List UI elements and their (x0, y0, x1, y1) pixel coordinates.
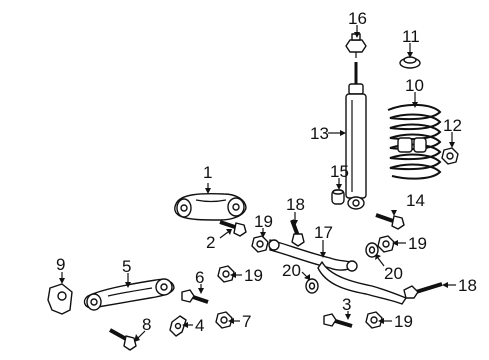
leader-lines (59, 25, 456, 342)
part-1-upper-control-arm (174, 193, 247, 221)
part-18-bolt-b (403, 282, 443, 299)
callout-1: 1 (203, 163, 212, 182)
part-9-bracket (47, 283, 73, 315)
part-19-nut-c (365, 311, 383, 329)
part-12-bump-stop (441, 147, 459, 165)
part-15-bushing (331, 189, 345, 205)
callout-13: 13 (310, 124, 329, 143)
part-19-nut-b (377, 235, 395, 253)
callout-labels: 16 11 10 12 13 15 14 19 20 18 19 1 2 18 … (56, 9, 477, 335)
callout-11: 11 (402, 27, 420, 46)
callout-14: 14 (406, 191, 425, 210)
callout-20-b: 20 (282, 261, 301, 280)
part-8-bolt (109, 328, 137, 351)
part-5-lower-control-arm (83, 278, 175, 311)
part-20-washer-a (365, 242, 379, 258)
callout-18-a: 18 (286, 195, 305, 214)
callout-5: 5 (122, 257, 131, 276)
part-2-bolt (219, 220, 247, 237)
part-18-bolt-a (290, 219, 305, 247)
callout-16: 16 (348, 9, 367, 28)
callout-3: 3 (342, 295, 351, 314)
part-3-bolt (323, 313, 353, 328)
callout-19-e: 19 (394, 312, 413, 331)
part-19-nut-a (251, 235, 269, 253)
callout-4: 4 (195, 316, 204, 335)
callout-12: 12 (443, 116, 462, 135)
part-11-isolator (399, 56, 421, 69)
part-20-washer-b (305, 278, 319, 294)
callout-8: 8 (142, 315, 151, 334)
part-14-bolt (375, 213, 405, 230)
callout-10: 10 (405, 76, 424, 95)
callout-20-a: 20 (384, 264, 403, 283)
part-19-nut-d (217, 265, 235, 283)
callout-19-b: 19 (408, 234, 427, 253)
callout-6: 6 (195, 268, 204, 287)
callout-19-a: 19 (254, 212, 273, 231)
callout-7: 7 (242, 312, 251, 331)
callout-15: 15 (330, 162, 349, 181)
part-13-shock-absorber (345, 62, 367, 210)
part-10-coil-spring (387, 104, 442, 180)
part-6-bolt (181, 289, 209, 304)
part-17-track-bar (268, 239, 407, 305)
callout-18-b: 18 (458, 276, 477, 295)
part-7-nut (215, 311, 233, 329)
part-16-top-nut (345, 33, 367, 58)
callout-17: 17 (314, 223, 333, 242)
callout-2: 2 (206, 233, 215, 252)
part-4-cam (169, 315, 187, 337)
callout-9: 9 (56, 255, 65, 274)
callout-19-c: 19 (244, 266, 263, 285)
